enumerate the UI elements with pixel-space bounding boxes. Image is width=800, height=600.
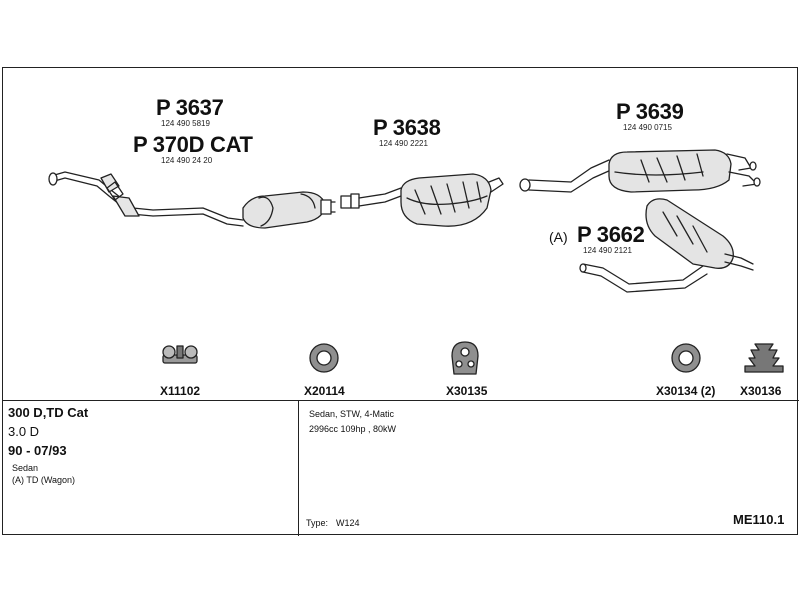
- diagram-code: ME110.1: [733, 512, 785, 527]
- fitting-label-x30136: X30136: [740, 384, 782, 398]
- catalyst-drawing: [242, 191, 336, 229]
- vehicle-model: 300 D,TD Cat: [8, 405, 89, 420]
- wagon-silencer-drawing: [579, 198, 754, 293]
- clamp-icon: [162, 345, 198, 364]
- variant-prefix-a: (A): [549, 229, 568, 245]
- fitting-label-x11102: X11102: [160, 384, 201, 398]
- type-value: W124: [336, 518, 360, 528]
- vehicle-body: Sedan: [12, 463, 39, 473]
- exhaust-diagram: [48, 149, 784, 375]
- oem-number-p3637: 124 490 5819: [161, 119, 210, 128]
- column-divider: [298, 400, 299, 536]
- fitting-label-x20114: X20114: [304, 384, 345, 398]
- rubber-ring-icon: [309, 343, 339, 373]
- oem-number-p3638: 124 490 2221: [379, 139, 428, 148]
- vehicle-engine: 3.0 D: [8, 424, 40, 439]
- vehicle-years: 90 - 07/93: [8, 443, 67, 458]
- centre-silencer-drawing: [340, 173, 504, 227]
- mounting-ring-icon: [671, 343, 701, 373]
- oem-number-p3639: 124 490 0715: [623, 123, 672, 132]
- catalog-sheet: P 3637 124 490 5819 P 370D CAT 124 490 2…: [2, 67, 799, 536]
- part-number-p3638: P 3638: [373, 115, 441, 140]
- spec-line-1: Sedan, STW, 4-Matic: [309, 409, 395, 419]
- fitting-label-x30135: X30135: [446, 384, 488, 398]
- type-label: Type:: [306, 518, 329, 528]
- oem-number-p3662: 124 490 2121: [583, 246, 632, 255]
- part-number-p3639: P 3639: [616, 99, 684, 124]
- part-number-p370d-cat: P 370D CAT: [133, 132, 253, 157]
- oem-number-p370d-cat: 124 490 24 20: [161, 156, 213, 165]
- fitting-label-x30134: X30134 (2): [656, 384, 716, 398]
- table-divider: [3, 400, 799, 401]
- front-pipe-drawing: [48, 171, 244, 227]
- spec-line-2: 2996cc 109hp , 80kW: [309, 424, 397, 434]
- hanger-icon: [451, 341, 479, 375]
- rubber-mount-icon: [744, 343, 784, 373]
- rear-silencer-drawing: [519, 149, 761, 193]
- part-number-p3637: P 3637: [156, 95, 224, 120]
- part-number-p3662: P 3662: [577, 222, 645, 247]
- vehicle-variant: (A) TD (Wagon): [12, 475, 76, 485]
